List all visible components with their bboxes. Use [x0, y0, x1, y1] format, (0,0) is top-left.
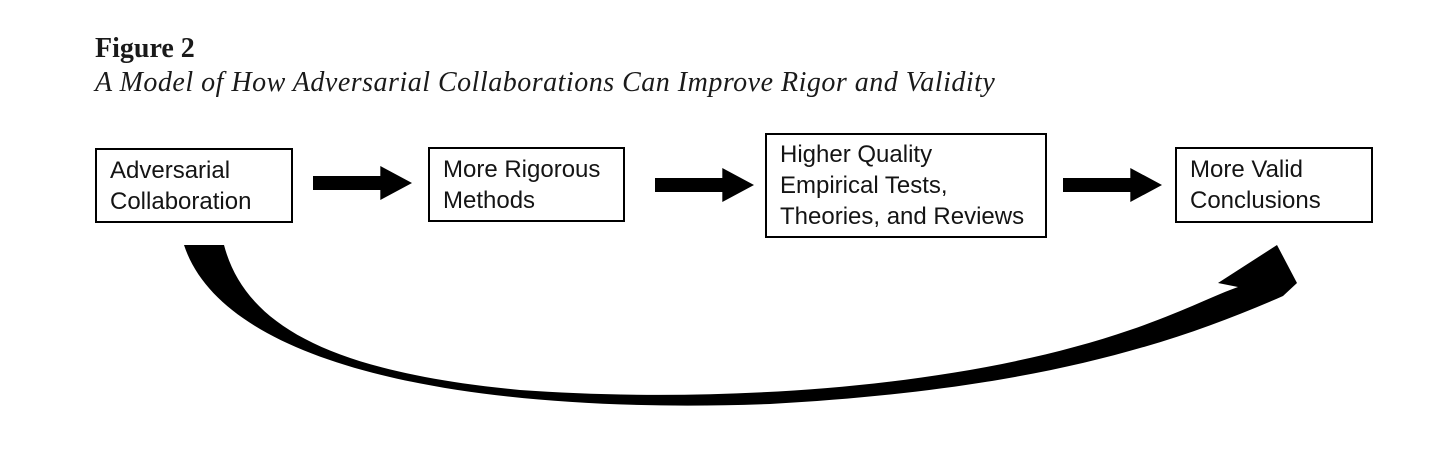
right-block-arrow-icon-3: [1063, 168, 1162, 202]
node-more-rigorous-methods: More Rigorous Methods: [428, 147, 625, 222]
node-label-line: Conclusions: [1190, 187, 1321, 214]
figure-heading: Figure 2 A Model of How Adversarial Coll…: [95, 32, 995, 100]
node-more-valid-conclusions: More Valid Conclusions: [1175, 147, 1373, 223]
node-adversarial-collaboration: Adversarial Collaboration: [95, 148, 293, 223]
node-label-line: More Valid: [1190, 156, 1303, 183]
right-block-arrow-icon-2: [655, 168, 754, 202]
node-label-line: Empirical Tests,: [780, 172, 948, 199]
node-label-line: Higher Quality: [780, 141, 933, 168]
right-block-arrow-icon-1: [313, 166, 412, 200]
node-label-line: More Rigorous: [443, 155, 601, 183]
node-label-line: Theories, and Reviews: [780, 203, 1025, 230]
node-label-line: Methods: [443, 186, 536, 214]
node-higher-quality-output: Higher Quality Empirical Tests, Theories…: [765, 133, 1047, 238]
figure-label: Figure 2: [95, 33, 195, 64]
node-label-line: Collaboration: [110, 187, 252, 215]
figure-caption: A Model of How Adversarial Collaboration…: [95, 67, 996, 98]
node-label-line: Adversarial: [110, 156, 231, 184]
